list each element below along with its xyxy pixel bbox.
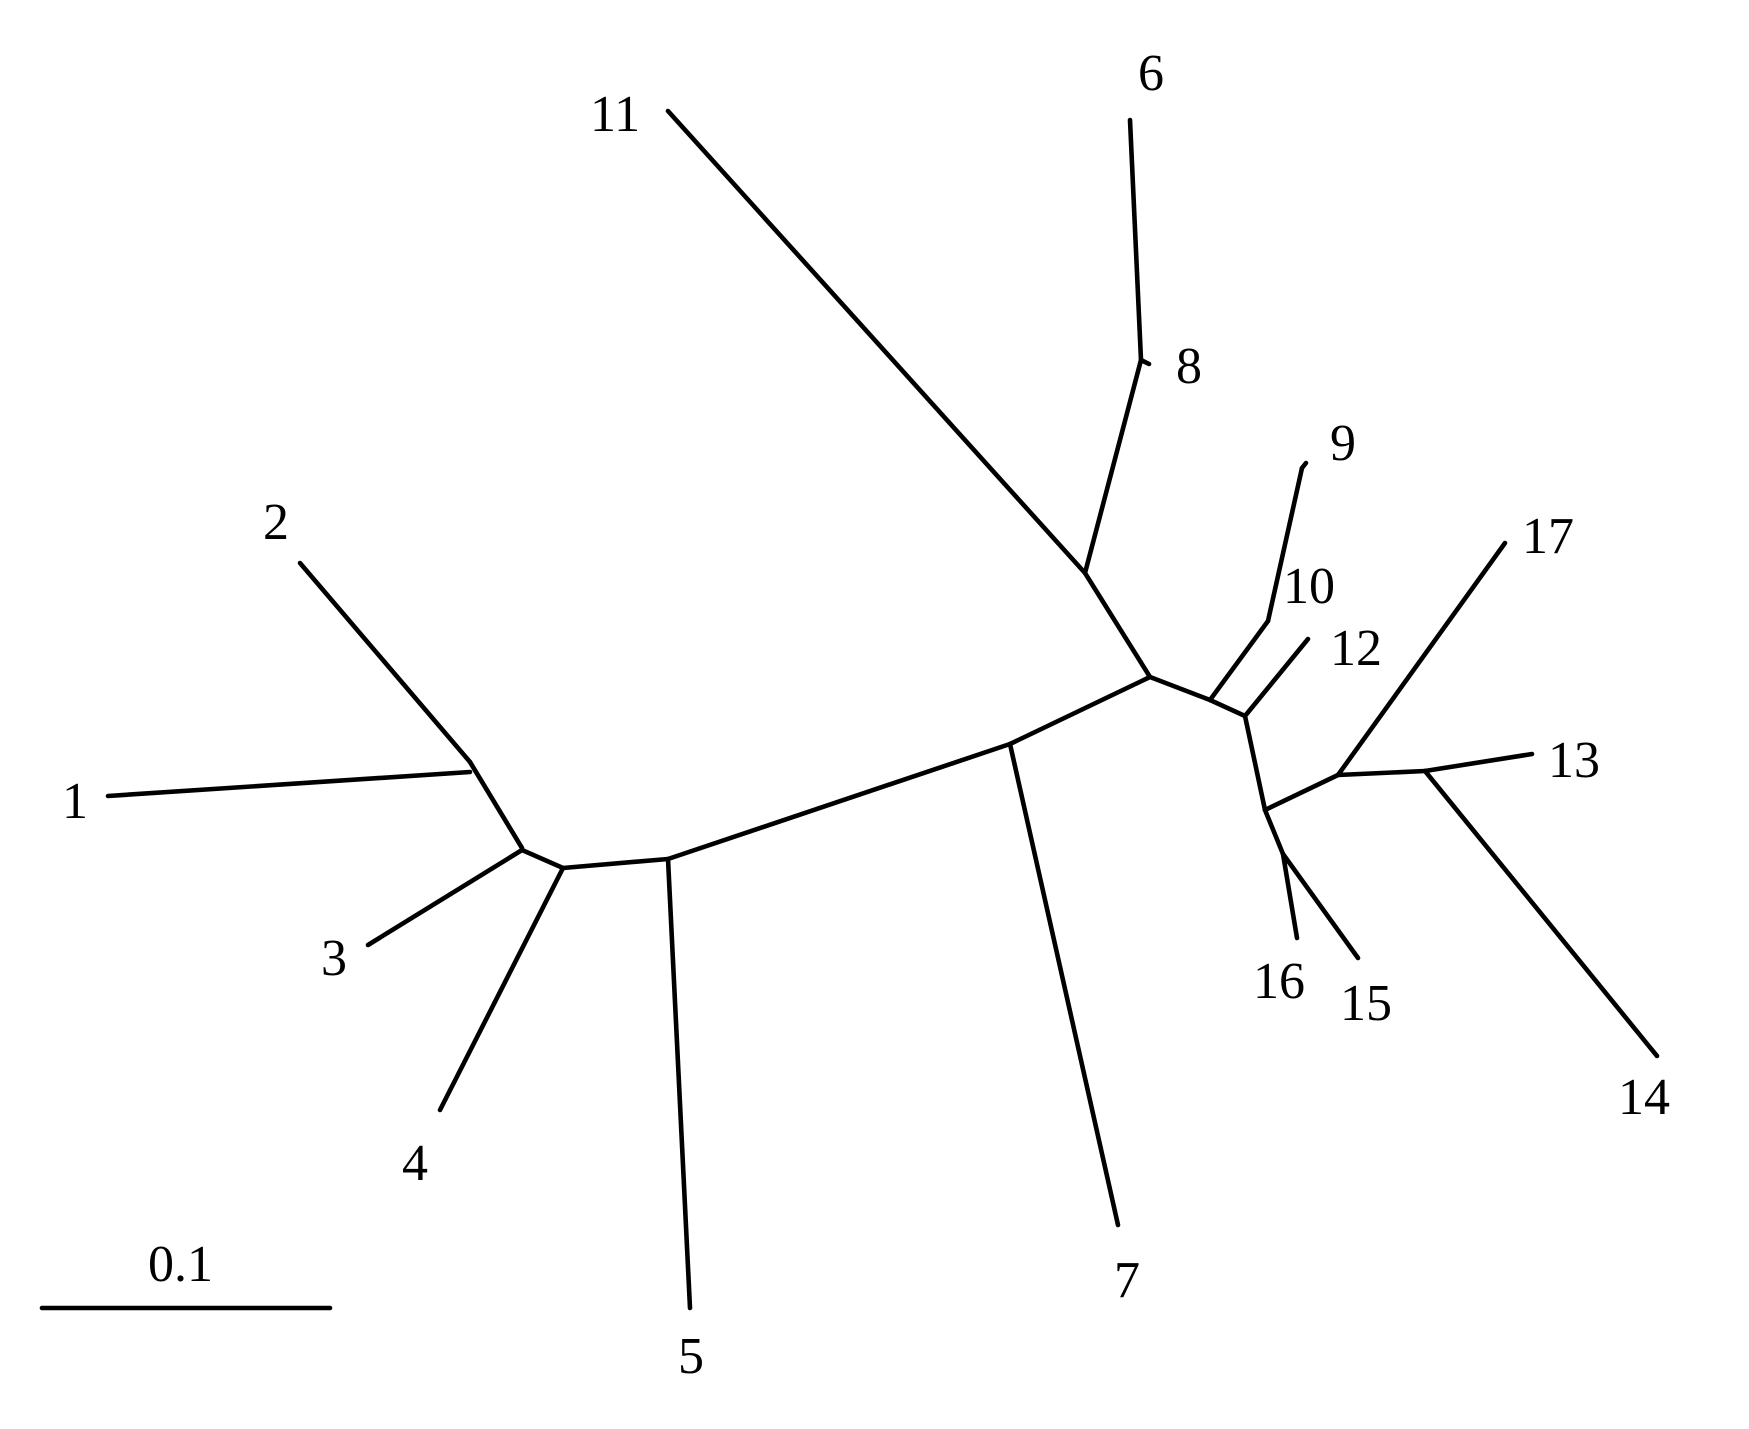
branch-leaf-1 — [105, 769, 473, 799]
leaf-label-15: 15 — [1340, 975, 1392, 1032]
tree-branches — [105, 108, 1660, 1311]
leaf-label-4: 4 — [402, 1135, 428, 1192]
branch-leaf-14 — [1422, 768, 1660, 1059]
branch-leaf-15 — [1280, 851, 1361, 961]
branch-internal-h — [1207, 697, 1248, 719]
branch-leaf-2 — [297, 560, 473, 765]
leaf-label-3: 3 — [321, 930, 347, 987]
leaf-label-8: 8 — [1176, 338, 1202, 395]
leaf-label-2: 2 — [263, 494, 289, 551]
scale-bar-label: 0.1 — [148, 1236, 213, 1293]
branch-leaf-6 — [1127, 117, 1144, 363]
branch-leaf-9 — [1299, 460, 1309, 471]
leaf-label-11: 11 — [590, 86, 640, 143]
leaf-label-13: 13 — [1548, 732, 1600, 789]
branch-internal-i — [1242, 713, 1268, 813]
branch-internal-j — [1262, 772, 1341, 813]
leaf-label-6: 6 — [1138, 45, 1164, 102]
branch-10-9 — [1265, 465, 1305, 624]
branch-leaf-17 — [1335, 540, 1508, 778]
branch-leaf-16 — [1280, 851, 1300, 941]
leaf-label-17: 17 — [1522, 508, 1574, 565]
branch-leaf-7 — [1007, 741, 1121, 1228]
leaf-label-14: 14 — [1618, 1069, 1670, 1126]
branch-leaf-4 — [437, 865, 566, 1113]
leaf-label-7: 7 — [1114, 1252, 1140, 1309]
leaf-label-16: 16 — [1253, 953, 1305, 1010]
branch-internal-a — [519, 847, 566, 871]
branch-leaf-10 — [1207, 618, 1271, 703]
branch-internal-c — [665, 741, 1013, 862]
leaf-label-12: 12 — [1330, 620, 1382, 677]
branch-2-1-join — [467, 759, 525, 851]
leaf-label-9: 9 — [1330, 415, 1356, 472]
leaf-label-10: 10 — [1283, 558, 1335, 615]
branch-internal-e — [1082, 570, 1153, 680]
leaf-label-5: 5 — [678, 1328, 704, 1385]
branch-leaf-13 — [1422, 751, 1535, 774]
branch-internal-f — [1082, 357, 1144, 576]
branch-leaf-11 — [665, 108, 1088, 576]
branch-internal-b — [560, 856, 671, 871]
branch-leaf-12 — [1242, 636, 1311, 719]
branch-leaf-3 — [365, 847, 525, 948]
leaf-label-1: 1 — [62, 773, 88, 830]
branch-internal-d — [1007, 674, 1153, 747]
branch-leaf-5 — [665, 856, 693, 1311]
branch-internal-l — [1262, 807, 1286, 857]
branch-internal-k — [1335, 768, 1428, 778]
branch-internal-g — [1147, 674, 1213, 703]
